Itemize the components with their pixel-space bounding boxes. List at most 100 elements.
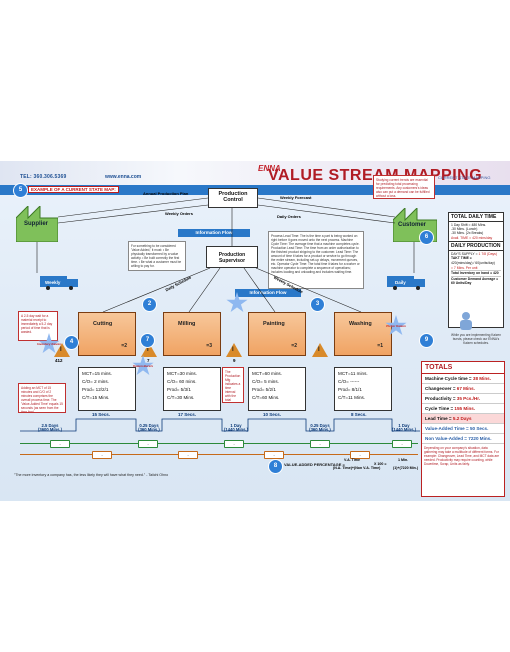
vsm-poster: TEL: 360.306.5369 www.enna.com ENNA VALU… [0,161,510,501]
timeline-days-5: 1 Day [398,423,410,428]
step-badge-8: 8 [268,459,283,474]
totals-row-4-label: Cycle Time = [425,406,454,411]
totals-row-4-value: 155 Mins. [454,406,476,411]
customer-label: Customer [398,222,427,228]
step-badge-7: 7 [140,333,155,348]
totals-row-2-label: Changeover = [425,386,456,391]
daily-time-lines: 1 Day Shift = 480 Mins. -30 Mins. (Lunch… [449,222,503,241]
totals-row-6-label: Value-Added Time = [425,426,469,431]
milling-co: C/O= 60 mins. [167,379,197,384]
daily-production-title: DAILY PRODUCTION [449,240,503,251]
milling-va-seconds: 17 Secs. [178,412,197,417]
inventory-count-2: 7 [147,358,150,363]
orange-pill-2: → [178,451,198,459]
information-flow-bar-mid: Information Flow [235,289,301,297]
data-box-washing: MCT=11 mins. C/O= ------ Prod= 8/1/1 C/T… [334,367,392,411]
green-pill-3: → [224,440,244,448]
process-cutting-operators: =2 [121,343,127,349]
waiting-note-left: A 2-5 day wait for a material receipt to… [18,311,58,341]
totals-row-3: Productivity = 35 Pcs./Hr. [422,394,504,404]
daily-time-title: TOTAL DAILY TIME [449,213,503,222]
takt-value: = 7 Mins. Per unit [451,265,478,270]
va-formula-bottom: (N.A. Time)+(Non V.A. Time) [333,466,381,470]
process-milling-name: Milling [178,321,196,327]
phone-number: TEL: 360.306.5369 [20,174,67,180]
totals-row-3-label: Productivity = [425,396,456,401]
daily-production-body: DAY'S SUPPLY = 1 7/8 (Days) TAKT TIME = … [449,251,503,287]
timeline-mins-2: (360 Mins.) [138,427,160,432]
process-milling: Milling =3 [163,312,221,356]
data-box-painting: MCT=60 mins. C/O= 5 mins. Prod= 5/2/1 C/… [248,367,306,411]
va-values-top: 1 Min. [398,458,409,462]
painting-va-seconds: 10 Secs. [263,412,282,417]
green-pill-1: → [50,440,70,448]
weekly-orders-label: Weekly Orders [165,211,193,216]
totals-row-6-value: 50 Secs. [469,426,489,431]
timeline-line [20,418,420,432]
totals-row-1-value: 38 Mins. [472,376,492,381]
va-values-bottom: (1)+(7220 Min.) [393,466,419,470]
inventory-count-1: 412 [55,358,63,363]
production-supervisor-box: Production Supervisor [206,246,258,268]
waiting-note-bottom: Adding an MCT of 15 minutes and C/O of 2… [18,383,66,413]
cutting-co: C/O= 2 mins. [82,379,109,384]
process-painting-operators: =2 [291,343,297,349]
step-badge-6: 6 [419,230,434,245]
kaizen-star-1-label: Inventory Kaizen [36,342,61,346]
milling-prod: Prod= 5/3/1 [167,387,191,392]
totals-row-2-value: 67 Mins. [456,386,475,391]
supplier-label: Supplier [24,221,49,227]
annual-plan-label: Annual Production Plan [143,191,189,196]
process-painting: Painting =2 [248,312,306,356]
daily-line-2: -30 Mins. (Lunch) [451,227,478,232]
orange-track [20,454,418,455]
inventory-count-3: 9 [233,358,236,363]
green-pill-4: → [310,440,330,448]
customer-demand: Customer Demand Average = 60 Units/Day [451,275,501,286]
totals-row-4: Cycle Time = 155 Mins. [422,404,504,414]
process-milling-operators: =3 [206,343,212,349]
painting-prod: Prod= 5/2/1 [252,387,276,392]
daily-line-3: -30 Mins. (2x Breaks) [451,231,484,236]
totals-row-7-label: Non Value-Added = [425,436,467,441]
inventory-triangle-3: I [226,343,242,357]
daily-line-4: Avail. TIME = 420 mins/day [451,235,493,240]
daily-truck-label: Daily [395,280,406,285]
process-painting-name: Painting [263,321,285,327]
days-supply-value: 1 7/8 (Days) [478,251,497,256]
planner-icon [460,312,472,330]
customer-trend-note: Studying current trends are essential fo… [373,175,435,199]
takt-label: TAKT TIME = [451,256,472,261]
cutting-prod: Prod= 12/2/1 [82,387,109,392]
quote-text: "The more inventory a company has, the l… [14,473,169,477]
totals-note: Depending on your company's situation, d… [422,444,502,470]
data-box-cutting: MCT=15 mins. C/O= 2 mins. Prod= 12/2/1 C… [78,367,136,411]
totals-row-6: Value-Added Time = 50 Secs. [422,424,504,434]
totals-row-1-label: Machine Cycle time = [425,376,472,381]
orange-pill-4: → [350,451,370,459]
green-track [20,443,418,444]
daily-line-1: 1 Day Shift = 480 Mins. [451,223,487,227]
cutting-ct: C/T=15 Mins. [82,395,110,400]
washing-mct: MCT=11 mins. [338,371,368,376]
inventory-triangle-4: I [312,343,328,357]
supplier-factory-icon [16,206,58,242]
va-formula-top: V.A. Time [344,458,360,462]
data-box-milling: MCT=30 mins. C/O= 60 mins. Prod= 5/3/1 C… [163,367,221,411]
totals-row-1: Machine Cycle time = 38 Mins. [422,374,504,384]
totals-row-3-value: 35 Pcs./Hr. [456,396,481,401]
totals-row-7-value: 7220 Mins. [468,436,492,441]
timeline-mins-3: (1440 Mins.) [224,427,248,432]
step-badge-4: 4 [64,335,79,350]
green-pill-5: → [392,440,412,448]
flow-lines [36,197,415,313]
green-pill-2: → [138,440,158,448]
total-inventory: Total Inventory on hand = 420 [451,270,501,276]
milling-ct: C/T=30 Mins. [167,395,195,400]
weekly-truck-label: Weekly [45,280,61,285]
kaizen-star-2-label: Kaizen Bursts [132,364,153,368]
timeline-mins-5: (1440 Mins.) [392,427,416,432]
value-added-note: For something to be considered 'Value Ad… [128,241,186,271]
painting-ct: C/T=60 Mins. [252,395,280,400]
orange-pill-1: → [92,451,112,459]
